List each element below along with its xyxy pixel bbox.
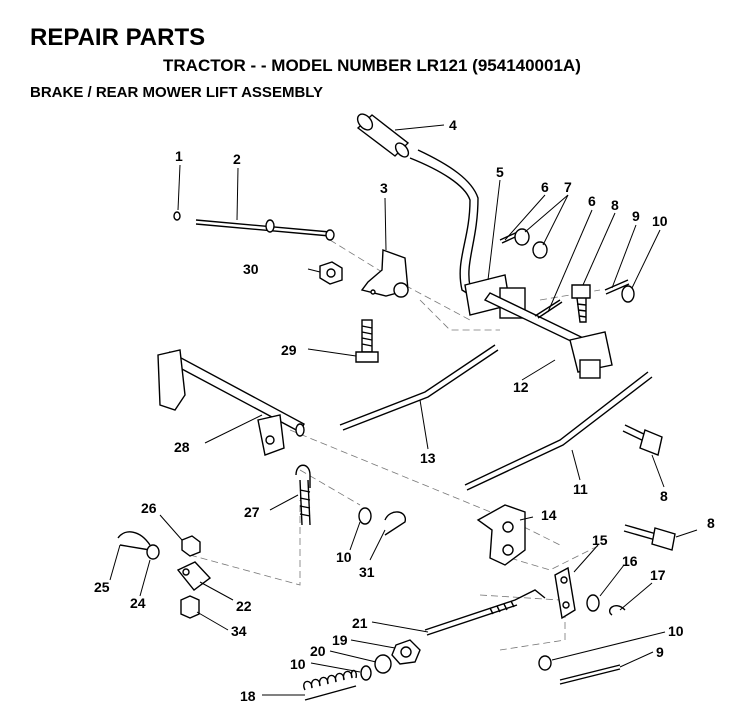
hair-pin-31 — [384, 511, 406, 536]
callout-8: 8 — [611, 197, 619, 213]
callout-6: 6 — [588, 193, 596, 209]
washer-24 — [146, 544, 160, 560]
washer-16 — [586, 594, 600, 612]
callout-3: 3 — [380, 180, 388, 196]
nut-26 — [181, 535, 201, 557]
callout-8: 8 — [660, 488, 668, 504]
callout-8: 8 — [707, 515, 715, 531]
callout-9: 9 — [656, 644, 664, 660]
washer-7b — [532, 241, 548, 259]
brake-rod — [195, 219, 335, 241]
callout-4: 4 — [449, 117, 457, 133]
callout-16: 16 — [622, 553, 638, 569]
callout-11: 11 — [573, 481, 588, 497]
washer-10-br — [538, 655, 552, 671]
cotter-pin-6b — [534, 299, 563, 319]
callout-28: 28 — [174, 439, 190, 455]
brake-rod-21 — [424, 589, 546, 636]
callout-26: 26 — [141, 500, 157, 516]
callout-30: 30 — [243, 261, 259, 277]
lift-handle-grip — [356, 113, 410, 158]
hair-pin-25 — [117, 531, 151, 551]
callout-9: 9 — [632, 208, 640, 224]
page-title: REPAIR PARTS — [30, 24, 206, 51]
callout-10: 10 — [290, 656, 306, 672]
lift-link-11 — [464, 371, 653, 491]
callout-2: 2 — [233, 151, 241, 167]
eye-bolt — [295, 464, 311, 526]
callout-18: 18 — [240, 688, 256, 704]
nut-20 — [374, 654, 392, 674]
nut-19 — [391, 639, 421, 665]
assembly-title: BRAKE / REAR MOWER LIFT ASSEMBLY — [30, 84, 324, 101]
callout-13: 13 — [420, 450, 436, 466]
bolt-8-top — [571, 284, 591, 323]
bolt-8-right — [622, 424, 663, 456]
leader-lines — [109, 124, 698, 696]
nut-34 — [180, 595, 200, 619]
washer-10 — [621, 285, 635, 303]
washer-10-low — [360, 665, 372, 681]
callout-12: 12 — [513, 379, 529, 395]
callout-10: 10 — [652, 213, 668, 229]
callout-15: 15 — [592, 532, 608, 548]
callout-27: 27 — [244, 504, 260, 520]
nut-30 — [319, 261, 343, 285]
callout-20: 20 — [310, 643, 326, 659]
model-subtitle: TRACTOR - - MODEL NUMBER LR121 (95414000… — [163, 56, 581, 75]
lift-lever — [409, 149, 526, 319]
callout-24: 24 — [130, 595, 146, 611]
brake-bracket — [360, 249, 409, 298]
bracket-14 — [476, 504, 526, 566]
lift-shaft — [483, 292, 613, 379]
spring-18 — [303, 669, 357, 701]
callout-6: 6 — [541, 179, 549, 195]
pin-1 — [173, 211, 181, 221]
callout-14: 14 — [541, 507, 557, 523]
callout-17: 17 — [650, 567, 666, 583]
callout-34: 34 — [231, 623, 247, 639]
bolt-29 — [355, 319, 379, 363]
alignment-lines — [189, 239, 601, 651]
cotter-pin-9 — [604, 279, 630, 295]
callout-21: 21 — [352, 615, 368, 631]
brake-arm-15 — [554, 566, 576, 620]
rock-shaft — [157, 349, 305, 456]
callout-1: 1 — [175, 148, 183, 164]
callout-25: 25 — [94, 579, 110, 595]
callout-31: 31 — [359, 564, 375, 580]
washer-7a — [514, 228, 530, 246]
washer-10-mid — [358, 507, 372, 525]
callout-22: 22 — [236, 598, 252, 614]
callout-29: 29 — [281, 342, 297, 358]
callout-5: 5 — [496, 164, 504, 180]
callout-10: 10 — [336, 549, 352, 565]
callout-7: 7 — [564, 179, 572, 195]
callout-10: 10 — [668, 623, 684, 639]
link-rod-13 — [339, 344, 499, 431]
callout-19: 19 — [332, 632, 348, 648]
cotter-pin-9-br — [559, 664, 621, 685]
trunnion-22 — [176, 561, 212, 591]
bolt-8-lower — [623, 524, 676, 551]
